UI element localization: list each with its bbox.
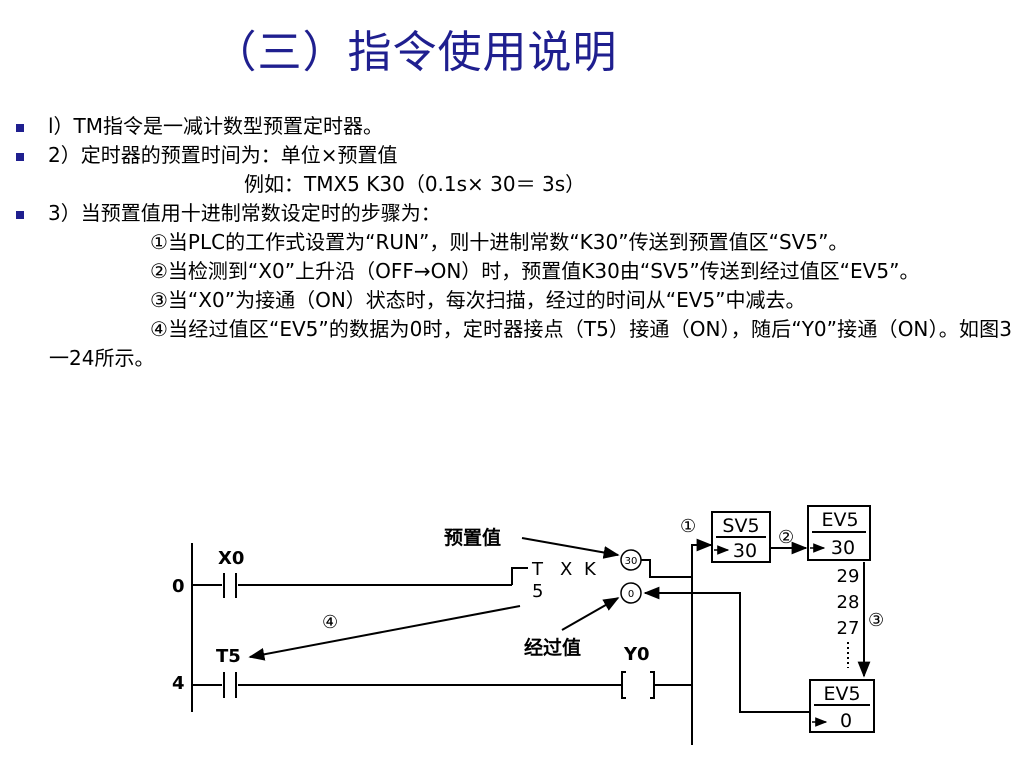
circle-text: 0	[628, 589, 634, 600]
register-name: SV5	[722, 515, 759, 537]
step-paragraph: ③当“X0”为接通（ON）状态时，每次扫描，经过的时间从“EV5”中减去。	[150, 288, 806, 312]
register-value: 0	[840, 710, 852, 732]
coil-y0	[621, 671, 626, 699]
bullet-square-icon	[16, 211, 24, 219]
contact-label: T5	[216, 646, 241, 667]
countdown-value: 29	[837, 566, 860, 587]
list-item: 3）当预置值用十进制常数设定时的步骤为：	[16, 199, 1016, 228]
register-value: 30	[831, 537, 855, 559]
bullet-square-icon	[16, 153, 24, 161]
step-marker: ④	[322, 612, 338, 633]
step-paragraph: ②当检测到“X0”上升沿（OFF→ON）时，预置值K30由“SV5”传送到经过值…	[150, 259, 920, 283]
step-paragraph: ①当PLC的工作式设置为“RUN”，则十进制常数“K30”传送到预置值区“SV5…	[150, 230, 849, 254]
timer-box	[511, 567, 528, 585]
countdown-value: 27	[837, 618, 860, 639]
timer-text: 5	[532, 581, 543, 602]
rung-number: 4	[172, 673, 185, 694]
page-title: （三）指令使用说明	[212, 27, 618, 78]
item-text: 3）当预置值用十进制常数设定时的步骤为：	[48, 201, 441, 225]
bullet-square-icon	[16, 124, 24, 132]
list-item: l）TM指令是一减计数型预置定时器。	[16, 112, 1016, 141]
step-marker: ③	[868, 610, 884, 631]
step-marker: ②	[778, 527, 794, 548]
content-body: l）TM指令是一减计数型预置定时器。 2）定时器的预置时间为：单位×预置值 例如…	[16, 112, 1016, 373]
item-text: l）TM指令是一减计数型预置定时器。	[48, 114, 384, 138]
item-text: 2）定时器的预置时间为：单位×预置值	[48, 143, 398, 167]
circle-text: 30	[625, 556, 638, 567]
preset-label: 预置值	[444, 526, 501, 549]
example-line: 例如：TMX5 K30（0.1s× 30＝ 3s）	[244, 172, 586, 196]
countdown-value: 28	[837, 592, 860, 613]
contact-label: X0	[218, 548, 244, 569]
timer-text: T	[531, 559, 544, 580]
register-value: 30	[733, 540, 757, 562]
coil-label: Y0	[623, 644, 650, 665]
list-item: 2）定时器的预置时间为：单位×预置值	[16, 141, 1016, 170]
timer-text: K	[584, 559, 597, 580]
rung-number: 0	[172, 576, 185, 597]
timer-text: X	[560, 559, 572, 580]
register-name: EV5	[823, 683, 860, 705]
elapsed-circle	[620, 582, 642, 604]
elapsed-label: 经过值	[524, 636, 581, 659]
register-name: EV5	[821, 509, 858, 531]
step-paragraph: ④当经过值区“EV5”的数据为0时，定时器接点（T5）接通（ON），随后“Y0”…	[49, 317, 1012, 370]
step-marker: ①	[680, 516, 696, 537]
